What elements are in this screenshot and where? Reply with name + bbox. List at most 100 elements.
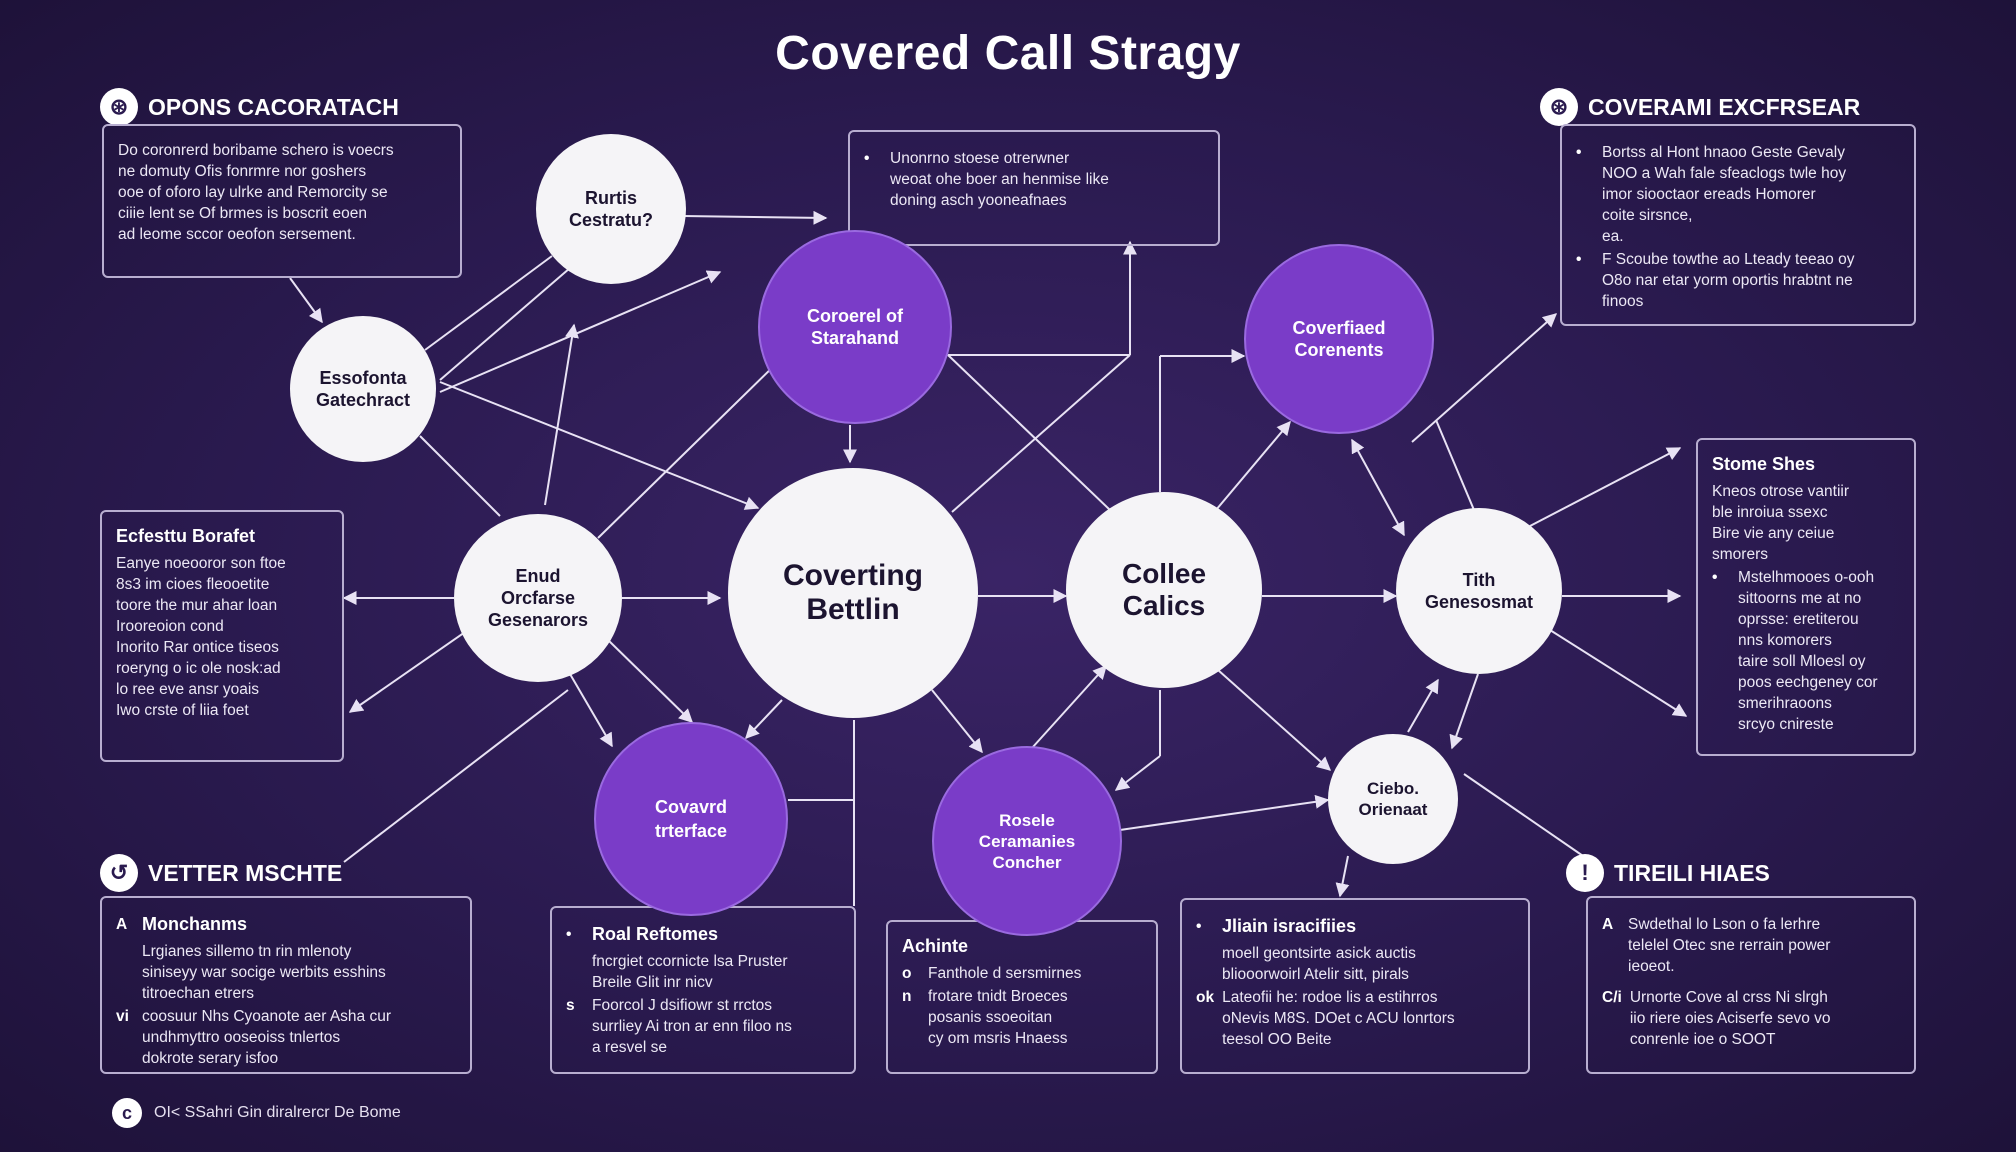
box-mid-left: Ecfesttu Borafet Eanye noeooror son ftoe… (100, 510, 344, 762)
box-line: Lrgianes sillemo tn rin mlenoty (142, 943, 352, 960)
box-line: a resvel se (592, 1039, 667, 1056)
box-item: • Jliain isracifiies moell geontsirte as… (1196, 916, 1514, 985)
page-title: Covered Call Stragy (775, 27, 1241, 80)
copyright-icon: c (112, 1098, 142, 1128)
box-line: ble inroiua ssexc (1712, 504, 1828, 521)
box-line: coite sirsnce, (1602, 207, 1693, 224)
box-title: Roal Reftomes (592, 924, 719, 944)
box-line: ne domuty Ofis fonrmre nor goshers (118, 163, 367, 180)
node-left-upper: Essofonta Gatechract (290, 316, 436, 462)
section-header-bottom-right: ! TIREILI HIAES (1566, 854, 1770, 892)
node-label: Covavrd trterface (654, 797, 728, 841)
node-right-small: Ciebo. Orienaat (1328, 734, 1458, 864)
item-marker: C/i (1602, 989, 1622, 1006)
node-label: Tith Genesosmat (1424, 570, 1534, 612)
box-item: • Bortss al Hont hnaoo Geste Gevaly NOO … (1576, 142, 1900, 247)
box-item: A Swdethal lo Lson o fa lerhre telelel O… (1602, 914, 1900, 977)
box-line: Unonrno stoese otrerwner (890, 150, 1070, 167)
box-line: finoos (1602, 293, 1644, 310)
box-line: Foorcol J dsifiowr st rrctos (592, 997, 773, 1014)
box-title: Stome Shes (1712, 454, 1816, 474)
box-line: Inorito Rar ontice tiseos (116, 639, 279, 656)
node-center: Coverting Bettlin (728, 468, 978, 718)
header-label: VETTER MSCHTE (148, 859, 343, 886)
box-line: surrliey Ai tron ar enn filoo ns (592, 1018, 792, 1035)
box-item: • F Scoube towthe ao Lteady teeao oy O8o… (1576, 249, 1900, 312)
box-item: A Monchanms Lrgianes sillemo tn rin mlen… (116, 914, 456, 1004)
box-line: Irooreoion cond (116, 618, 224, 635)
footer-text: OI< SSahri Gin diralrercr De Bome (154, 1104, 401, 1121)
box-line: F Scoube towthe ao Lteady teeao oy (1602, 251, 1855, 268)
box-line: Eanye noeooror son ftoe (116, 555, 286, 572)
item-marker: n (902, 988, 912, 1005)
box-line: taire soll Mloesl oy (1738, 653, 1866, 670)
item-marker: A (116, 916, 128, 933)
box-line: imor siooctaor ereads Homorer (1602, 186, 1816, 203)
node-label: Rurtis Cestratu? (568, 188, 653, 230)
footer: c OI< SSahri Gin diralrercr De Bome (112, 1098, 401, 1128)
box-line: frotare tnidt Broeces (928, 988, 1068, 1005)
box-bottom-center-2: Achinte o Fanthole d sersmirnes n frotar… (886, 920, 1158, 1074)
box-line: bliooorwoirl Atelir sitt, pirals (1222, 966, 1409, 983)
box-line: oNevis M8S. DOet c ACU lonrtors (1222, 1010, 1455, 1027)
box-item: s Foorcol J dsifiowr st rrctos surrliey … (566, 995, 840, 1058)
box-item: • Roal Reftomes fncrgiet ccornicte lsa P… (566, 924, 840, 993)
box-line: oprsse: eretiterou (1738, 611, 1859, 628)
box-line: Lateofii he: rodoe lis a estihrros (1222, 989, 1438, 1006)
box-top-right: • Bortss al Hont hnaoo Geste Gevaly NOO … (1560, 124, 1916, 326)
box-line: ooe of oforo lay ulrke and Remorcity se (118, 184, 388, 201)
box-line: telelel Otec sne rerrain power (1628, 937, 1831, 954)
box-title: Achinte (902, 936, 969, 956)
node-left-mid: Enud Orcfarse Gesenarors (454, 514, 622, 682)
box-line: 8s3 im cioes fleooetite (116, 576, 270, 593)
node-purple-top: Coroerel of Starahand (758, 230, 952, 424)
node-label: Rosele Ceramanies Concher (978, 810, 1076, 872)
box-line: Kneos otrose vantiir (1712, 483, 1849, 500)
box-line: coosuur Nhs Cyoanote aer Asha cur (142, 1008, 391, 1025)
box-line: undhmyttro ooseoiss tnlertos (142, 1029, 341, 1046)
box-title: Monchanms (142, 914, 248, 934)
box-bottom-right: A Swdethal lo Lson o fa lerhre telelel O… (1586, 896, 1916, 1074)
item-marker: A (1602, 916, 1614, 933)
node-label: Ciebo. Orienaat (1358, 779, 1428, 819)
node-purple-bottom-mid: Rosele Ceramanies Concher (932, 746, 1122, 936)
options-icon: ⊛ (1540, 88, 1578, 126)
item-marker: ok (1196, 989, 1215, 1006)
box-item: n frotare tnidt Broeces posanis ssoeoita… (902, 986, 1142, 1049)
box-line: NOO a Wah fale sfeaclogs twle hoy (1602, 165, 1847, 182)
box-line: moell geontsirte asick auctis (1222, 945, 1416, 962)
node-top-question: Rurtis Cestratu? (536, 134, 686, 284)
box-line: ieoeot. (1628, 958, 1675, 975)
box-line: ad leome sccor oeofon sersement. (118, 226, 356, 243)
box-bottom-left: A Monchanms Lrgianes sillemo tn rin mlen… (100, 896, 472, 1074)
box-line: ciiie lent se Of brmes is boscrit eoen (118, 205, 367, 222)
node-label: Coroerel of Starahand (806, 306, 903, 348)
section-header-top-left: ⊛ OPONS CACORATACH (100, 88, 399, 126)
node-label: Essofonta Gatechract (315, 368, 411, 410)
bullet: • (1196, 918, 1202, 935)
box-line: lo ree eve ansr yoais (116, 681, 260, 698)
box-line: cy om msris Hnaess (928, 1030, 1068, 1047)
box-line: roeryng o ic ole nosk:ad (116, 660, 281, 677)
box-line: titroechan etrers (142, 985, 254, 1002)
item-marker: s (566, 997, 575, 1014)
box-line: iio riere oies Aciserfe sevo vo (1629, 1010, 1831, 1027)
box-line: smerihraoons (1738, 695, 1832, 712)
box-line: srcyo cnireste (1738, 716, 1834, 733)
box-bottom-center-3: • Jliain isracifiies moell geontsirte as… (1180, 898, 1530, 1074)
box-item: o Fanthole d sersmirnes (902, 963, 1142, 984)
box-line: O8o nar etar yorm oportis hrabtnt ne (1602, 272, 1853, 289)
header-label: TIREILI HIAES (1614, 859, 1770, 886)
box-line: Do coronrerd boribame schero is voecrs (118, 142, 394, 159)
box-item: vi coosuur Nhs Cyoanote aer Asha cur und… (116, 1006, 456, 1069)
box-line: Fanthole d sersmirnes (928, 965, 1082, 982)
box-title: Jliain isracifiies (1222, 916, 1357, 936)
header-label: OPONS CACORATACH (148, 93, 399, 120)
box-top-center: • Unonrno stoese otrerwner weoat ohe boe… (848, 130, 1220, 246)
box-line: Bire vie any ceiue (1712, 525, 1835, 542)
box-title: Ecfesttu Borafet (116, 526, 256, 546)
node-label: Coverting Bettlin (782, 559, 923, 626)
bullet: • (566, 926, 572, 943)
